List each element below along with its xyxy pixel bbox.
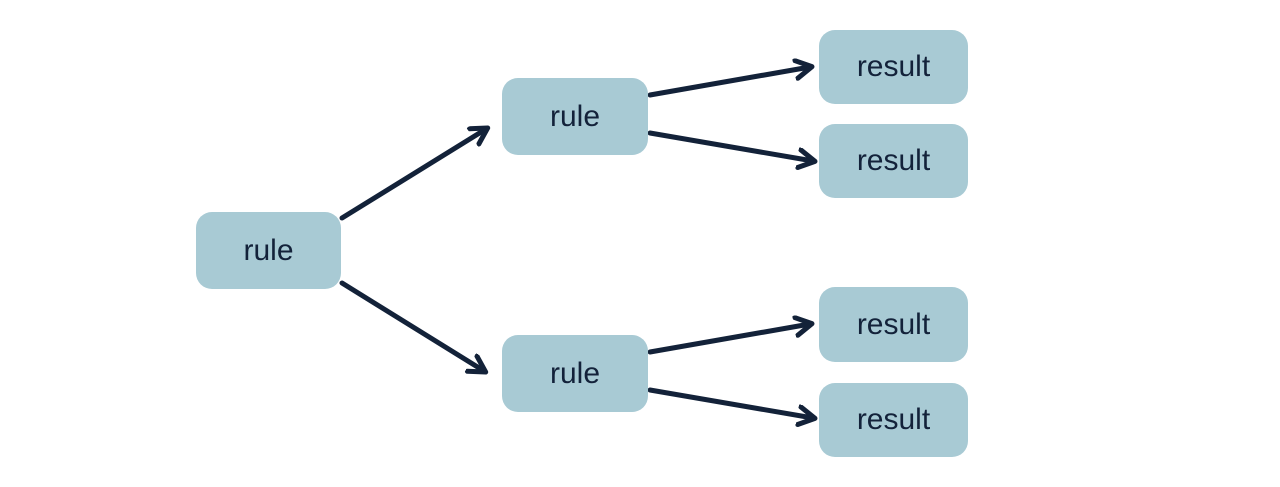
node-result-bottom-2-label: result [856,403,931,436]
edge-rule-top-to-result-1 [647,67,810,98]
edge-root-to-rule-bottom [339,280,484,371]
node-rule-bottom: rule [502,335,648,412]
node-root-rule: rule [196,212,341,289]
edge-rule-bottom-to-result-3 [647,324,810,355]
edge-rule-top-to-result-2 [647,130,813,161]
node-result-top-1-label: result [856,50,931,83]
node-result-top-2: result [819,124,968,198]
node-rule-top-label: rule [549,99,601,133]
node-rule-top: rule [502,78,648,155]
node-result-bottom-1: result [819,287,968,362]
node-root-rule-label: rule [243,233,294,267]
node-result-bottom-1-label: result [856,307,931,341]
node-result-top-1: result [819,30,968,104]
edge-rule-bottom-to-result-4 [647,387,813,418]
node-result-top-2-label: result [856,144,931,177]
node-result-bottom-2: result [819,383,968,457]
node-rule-bottom-label: rule [549,356,601,390]
edge-root-to-rule-top [339,129,486,221]
